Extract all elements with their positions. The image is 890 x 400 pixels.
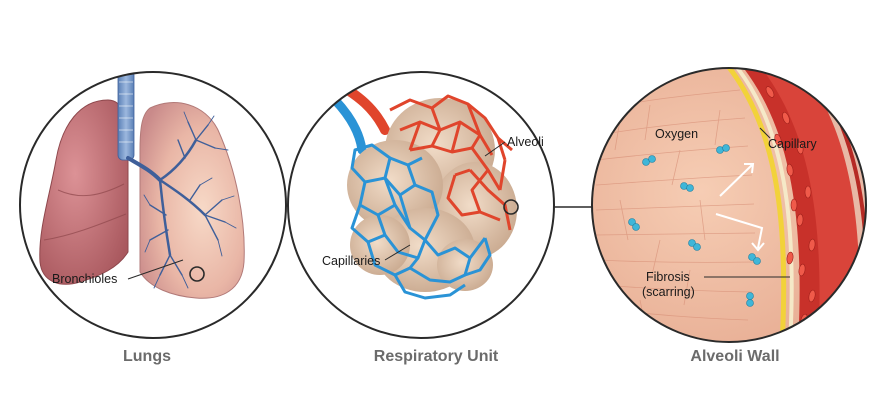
diffusion-arrows: [715, 163, 765, 252]
lungs-illustration: [39, 72, 245, 299]
capillaries-leader: [384, 244, 411, 261]
bronchioles-label: Bronchioles: [52, 272, 117, 286]
arterial-capillary-net: [389, 94, 513, 231]
respiratory-unit-panel: Alveoli Capillaries Respiratory Unit: [287, 71, 555, 365]
alveoli-label: Alveoli: [507, 135, 544, 149]
respiratory-unit-illustration: [325, 75, 519, 300]
red-blood-cells: [765, 86, 816, 327]
lungs-circle-border: [19, 71, 287, 339]
capillaries-label: Capillaries: [322, 254, 380, 268]
respiratory-unit-caption: Respiratory Unit: [374, 348, 499, 365]
fibrosis-label: Fibrosis: [646, 270, 690, 284]
bronchioles-leader: [127, 259, 184, 280]
alveoli-leader: [484, 141, 506, 157]
respiratory-unit-circle-border: [287, 71, 555, 339]
zoom-marker-alveoli: [503, 199, 519, 215]
oxygen-label: Oxygen: [655, 127, 698, 141]
alveoli-wall-caption: Alveoli Wall: [690, 348, 779, 365]
alveoli-wall-circle-border: [591, 67, 867, 343]
oxygen-molecules: [628, 144, 761, 307]
lungs-panel: Bronchioles Lungs: [19, 71, 287, 365]
venous-capillary-net: [350, 143, 492, 300]
fibrosis-sublabel: (scarring): [642, 285, 695, 299]
alveoli-wall-panel: Oxygen Capillary Fibrosis (scarring) Alv…: [591, 67, 867, 365]
zoom-marker-lung: [189, 266, 205, 282]
bronchial-tree: [126, 111, 237, 289]
capillary-label: Capillary: [768, 137, 817, 151]
capillary-leader: [759, 127, 771, 139]
lungs-caption: Lungs: [123, 348, 171, 365]
